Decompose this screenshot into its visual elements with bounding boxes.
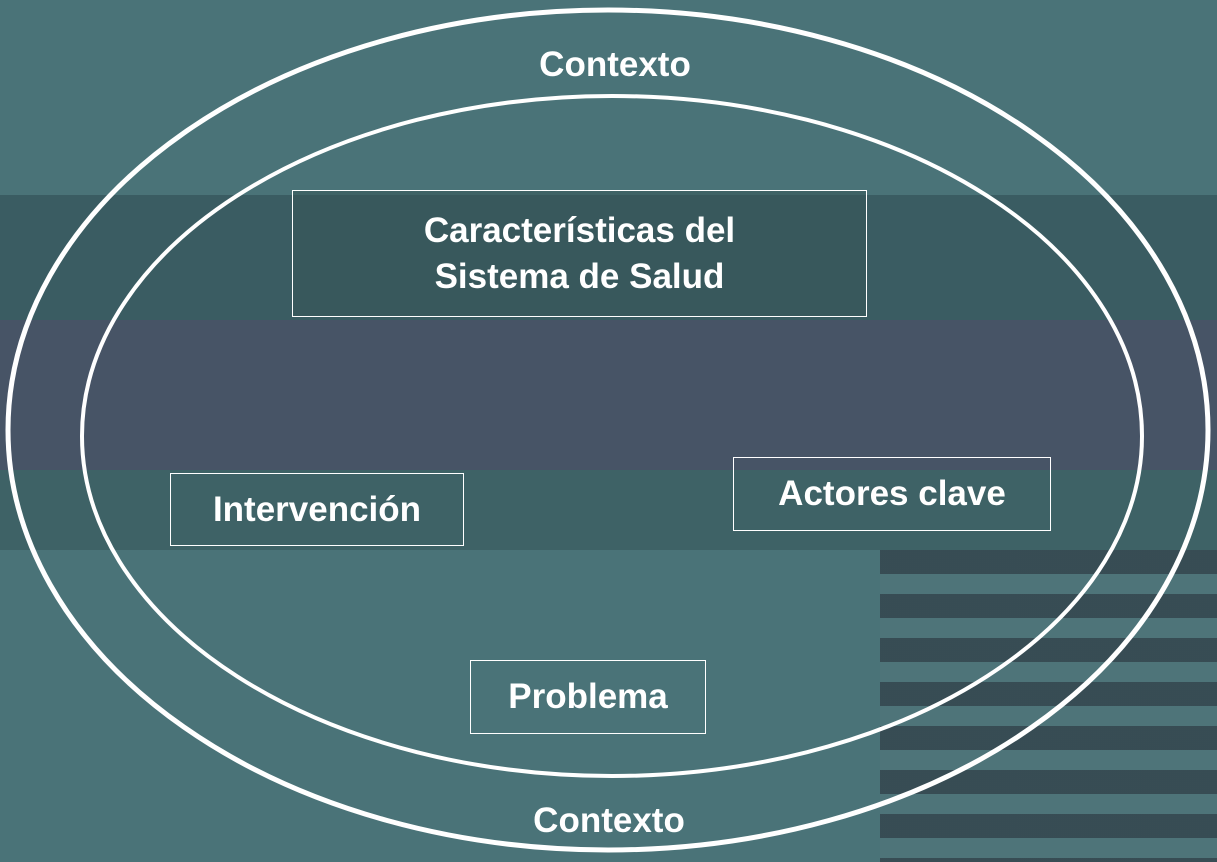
health-system-line1: Características del — [423, 210, 736, 250]
intervention-box: Intervención — [170, 473, 464, 546]
inner-ellipse — [80, 94, 1144, 778]
background-band-lower — [0, 470, 1217, 550]
outer-ellipse — [5, 7, 1211, 853]
context-label-bottom: Contexto — [533, 801, 685, 840]
context-label-top: Contexto — [539, 45, 691, 84]
key-actors-box: Actores clave — [733, 457, 1051, 531]
health-system-line2: Sistema de Salud — [434, 256, 725, 296]
background-dark-band — [0, 320, 1217, 470]
health-system-box: Características del Sistema de Salud — [292, 190, 867, 317]
problem-box: Problema — [470, 660, 706, 734]
